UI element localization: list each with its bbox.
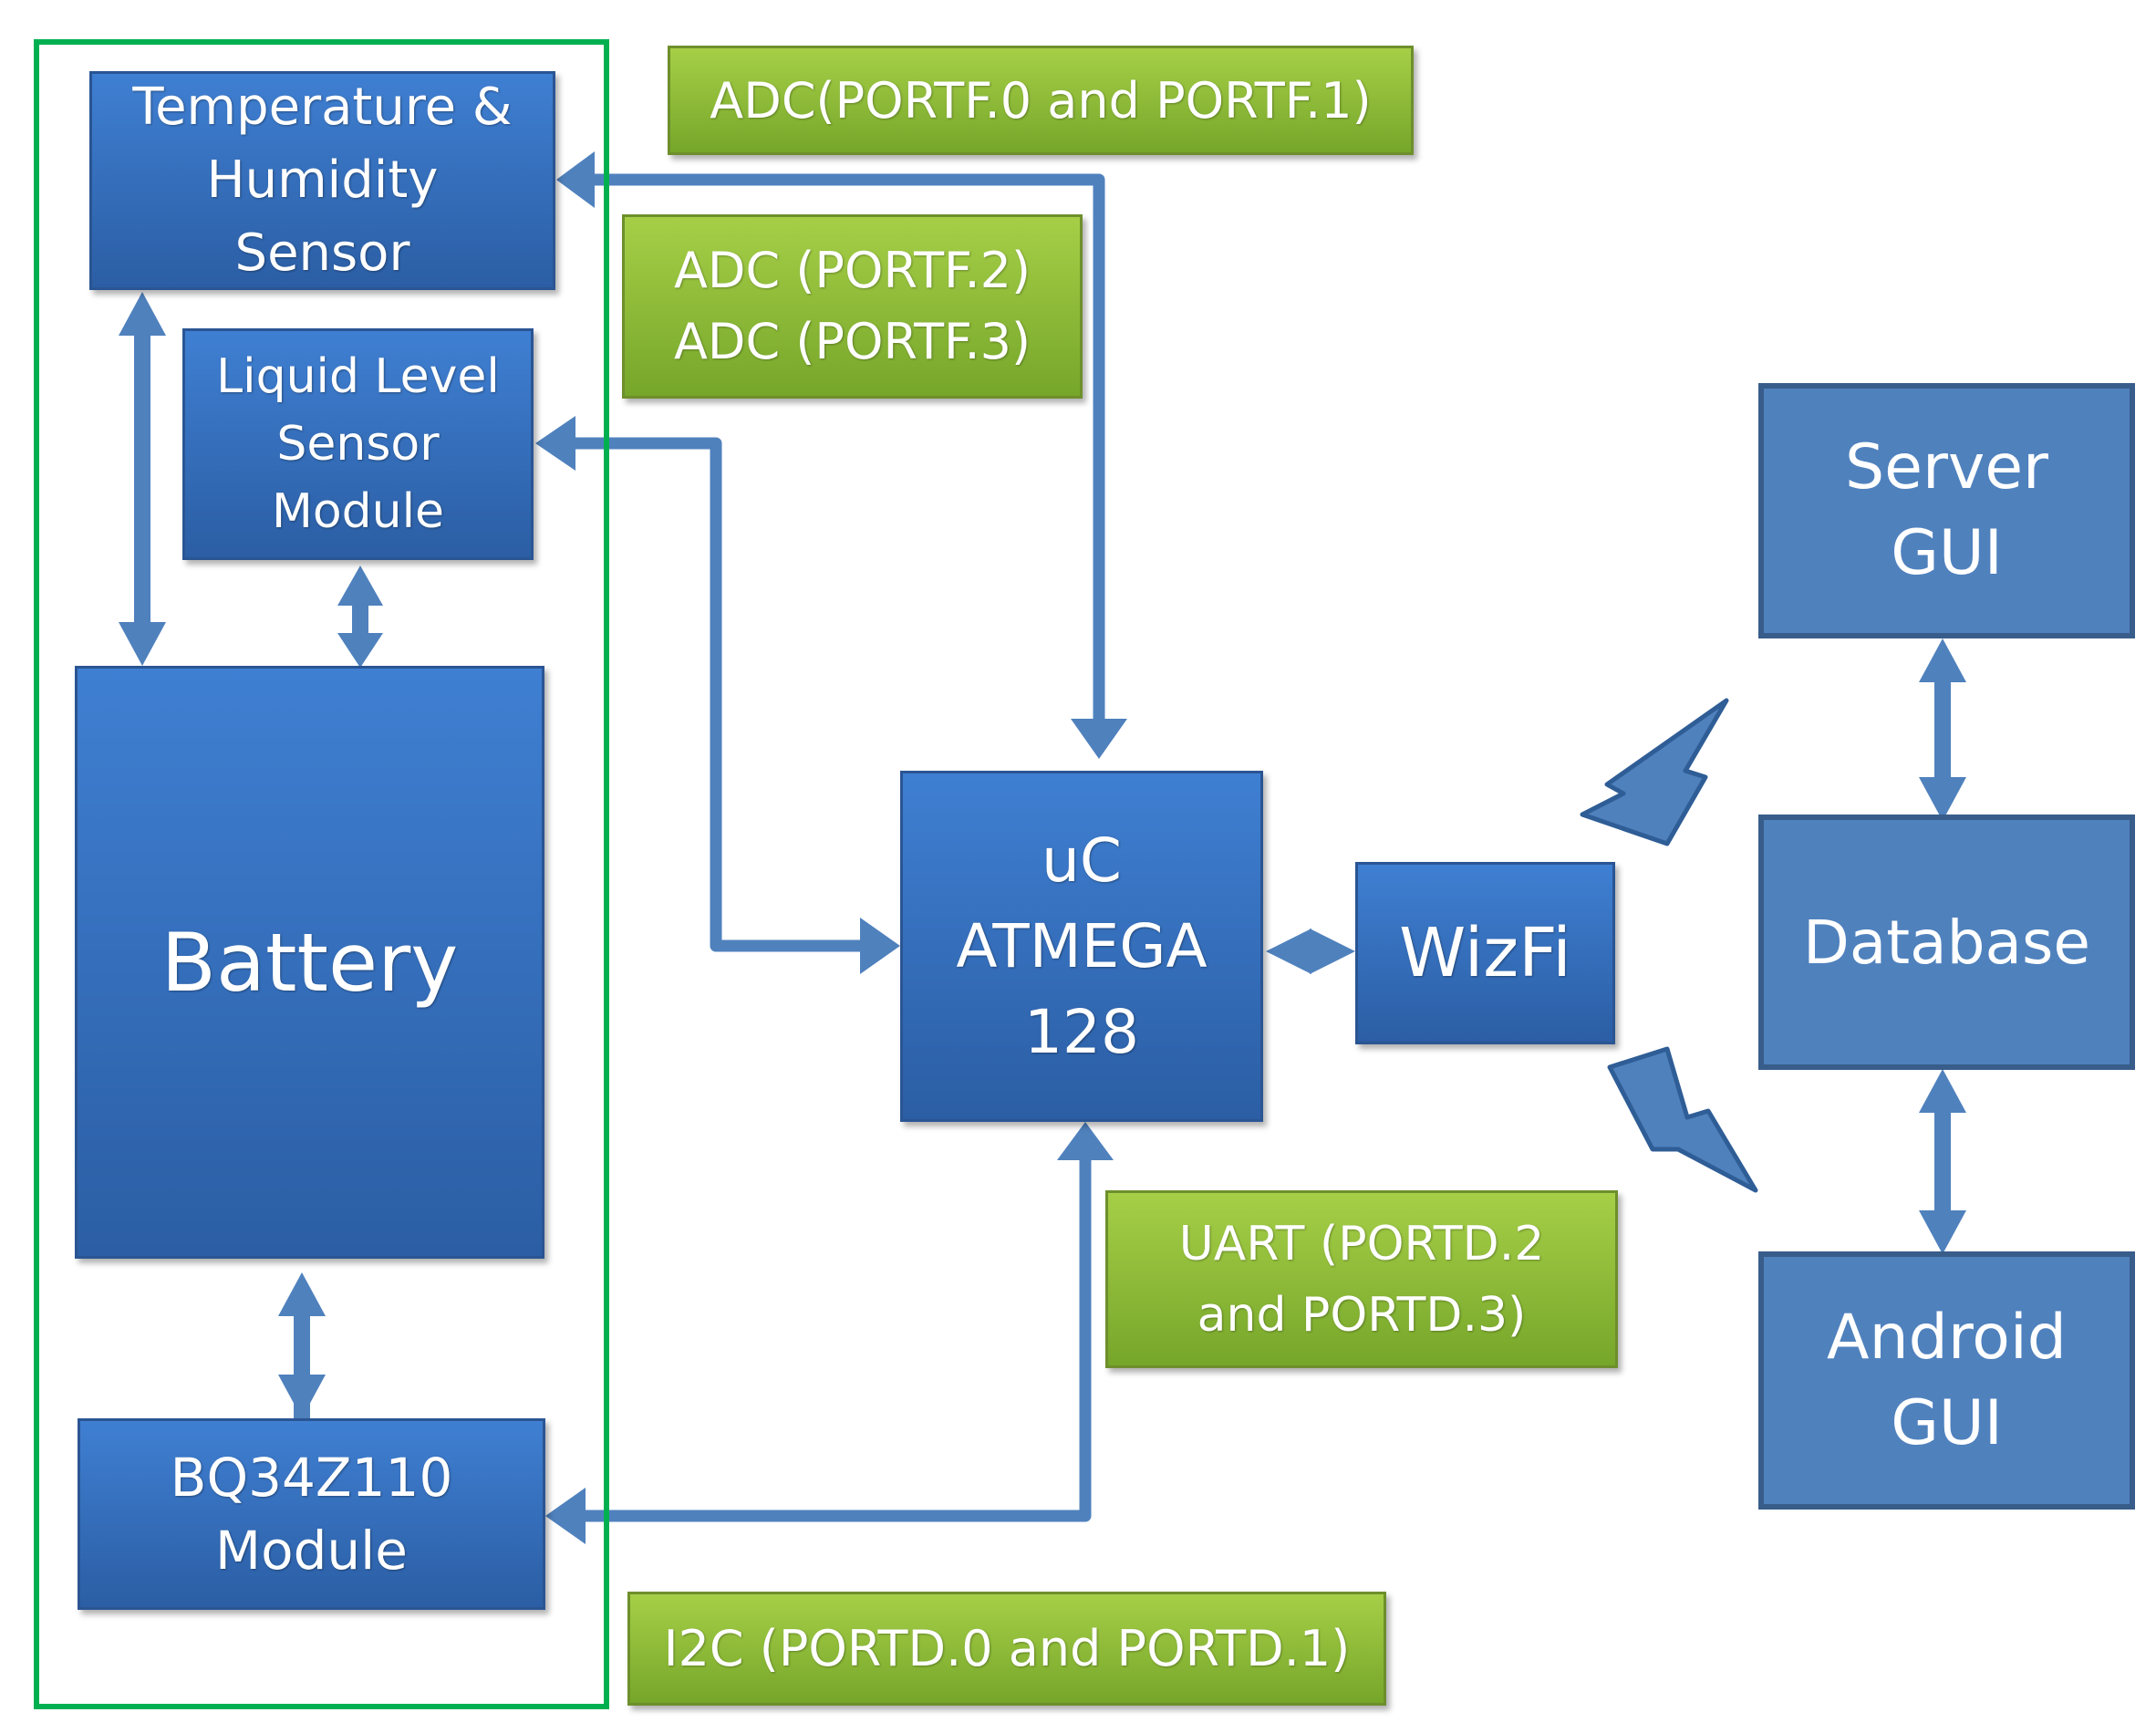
block-text: Module — [215, 1520, 408, 1582]
battery-block: Battery — [75, 666, 544, 1259]
block-text: Sensor — [234, 223, 410, 283]
block-text: Liquid Level — [216, 349, 500, 404]
connector-temp-battery — [119, 292, 166, 666]
block-text: GUI — [1891, 1386, 2003, 1459]
connector-uc-bq — [545, 1122, 1114, 1544]
block-text: Database — [1803, 907, 2090, 978]
label-text: ADC (PORTF.2) — [673, 242, 1031, 299]
block-text: uC — [1042, 825, 1122, 896]
android-gui-block: Android GUI — [1758, 1251, 2135, 1510]
label-text: ADC(PORTF.0 and PORTF.1) — [710, 71, 1372, 130]
connector-liquid-uc — [535, 416, 900, 974]
adc-portf2-portf3-label: ADC (PORTF.2) ADC (PORTF.3) — [622, 214, 1083, 399]
adc-portf0-portf1-label: ADC(PORTF.0 and PORTF.1) — [668, 46, 1414, 155]
block-text: Module — [271, 484, 445, 539]
block-text: Server — [1845, 431, 2048, 503]
wireless-link-icon — [1580, 698, 1729, 846]
i2c-portd-label: I2C (PORTD.0 and PORTD.1) — [627, 1592, 1386, 1706]
connector-liquid-battery — [337, 566, 383, 668]
temperature-humidity-sensor-block: Temperature & Humidity Sensor — [89, 71, 555, 290]
block-text: Humidity — [206, 150, 439, 210]
block-text: GUI — [1891, 517, 2003, 589]
block-text: Temperature & — [132, 78, 513, 137]
label-text: ADC (PORTF.3) — [673, 313, 1031, 370]
microcontroller-block: uC ATMEGA 128 — [900, 771, 1263, 1122]
label-text: and PORTD.3) — [1197, 1287, 1527, 1343]
label-text: UART (PORTD.2 — [1178, 1216, 1545, 1271]
label-text: I2C (PORTD.0 and PORTD.1) — [663, 1620, 1351, 1677]
connector-temp-uc — [556, 151, 1127, 759]
block-text: 128 — [1024, 996, 1139, 1067]
uart-portd-label: UART (PORTD.2 and PORTD.3) — [1105, 1190, 1618, 1368]
block-text: Battery — [161, 915, 459, 1010]
connector-database-android — [1919, 1069, 1966, 1254]
block-text: ATMEGA — [956, 910, 1208, 981]
wizfi-block: WizFi — [1355, 862, 1615, 1044]
liquid-level-sensor-block: Liquid Level Sensor Module — [182, 328, 534, 560]
connector-uc-wizfi — [1266, 929, 1355, 974]
block-text: Sensor — [276, 417, 440, 472]
server-gui-block: Server GUI — [1758, 383, 2135, 638]
block-text: Android — [1827, 1301, 2067, 1374]
bq34z110-module-block: BQ34Z110 Module — [78, 1418, 545, 1610]
block-text: WizFi — [1399, 914, 1571, 992]
database-block: Database — [1758, 815, 2135, 1070]
sensor-group-frame — [34, 39, 609, 1709]
connector-battery-bq — [278, 1272, 326, 1418]
connector-server-database — [1919, 638, 1966, 821]
wireless-link-icon — [1607, 1046, 1758, 1193]
block-text: BQ34Z110 — [170, 1447, 453, 1509]
